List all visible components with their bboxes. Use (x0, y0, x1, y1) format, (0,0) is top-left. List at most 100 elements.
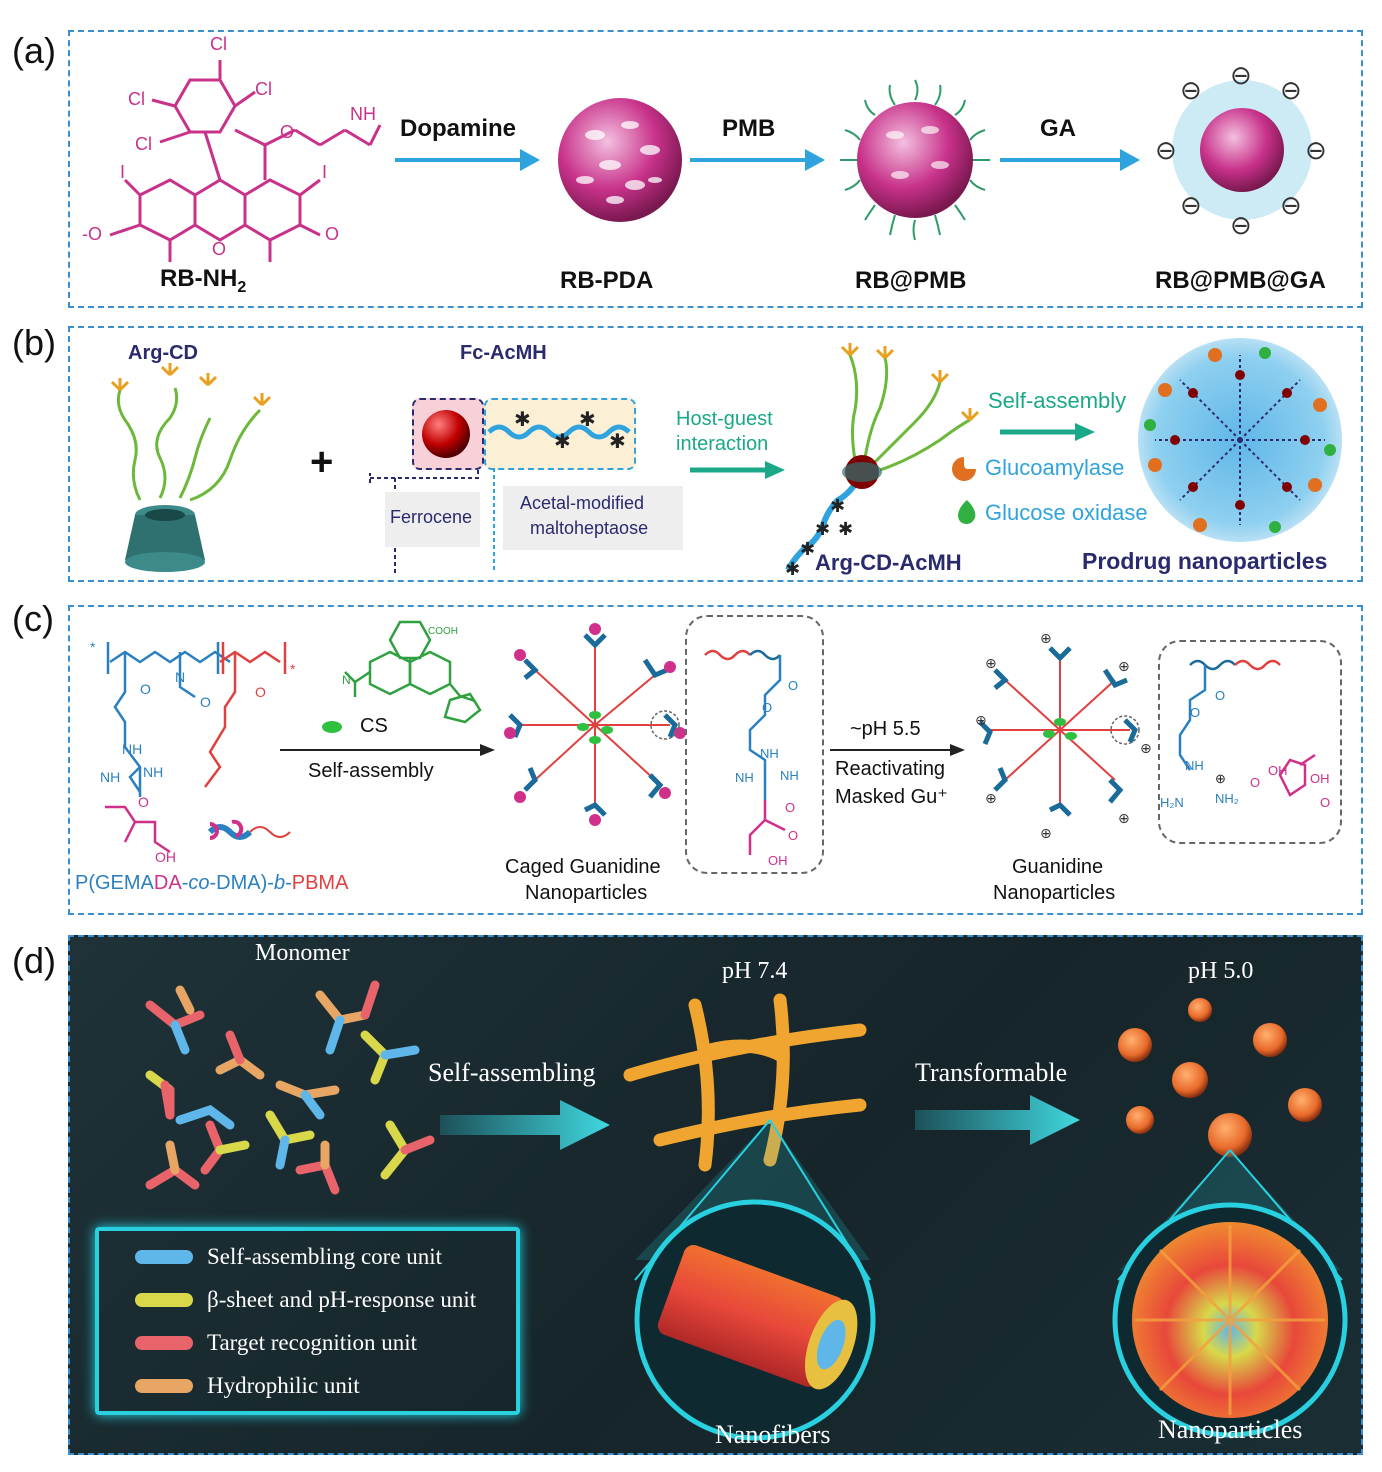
polymer-nh2: NH (143, 764, 163, 780)
caged-zoom-box (685, 615, 824, 874)
zoom2-o4: O (1320, 795, 1330, 810)
svg-text:✱: ✱ (800, 539, 815, 559)
zoom1-oh: OH (768, 853, 788, 868)
polymer-name-dash2: - (285, 872, 292, 894)
guanidine-charge-3: ⊕ (1140, 740, 1152, 756)
legend-items: Self-assembling core unit β-sheet and pH… (135, 1242, 525, 1412)
rb-pmb-ga-particle (1172, 80, 1312, 220)
legend-swatch-core (135, 1250, 193, 1264)
atom-cl-top: Cl (210, 34, 227, 54)
zoom2-h2n: H₂N (1160, 795, 1184, 810)
polymer-o2: O (200, 694, 211, 710)
polymer-o4: O (138, 794, 149, 810)
polymer-name-dash1: - (181, 872, 189, 894)
reactivating-line2: Masked Gu⁺ (835, 786, 948, 808)
maltoheptaose-chain: ✱✱ ✱✱ (487, 409, 631, 453)
ph-label: ~pH 5.5 (850, 718, 921, 740)
zoom1-o3: O (785, 800, 795, 815)
glucose-oxidase-icon (958, 500, 976, 524)
legend-swatch-hydrophilic (135, 1379, 193, 1393)
atom-nh2: NH (350, 104, 376, 124)
svg-text:✱: ✱ (554, 431, 571, 453)
panel-b-label: (b) (12, 322, 56, 363)
arg-cd-structure (110, 363, 272, 572)
nanofibers-label: Nanofibers (715, 1420, 831, 1449)
acetal-label-line1: Acetal-modified (520, 493, 645, 513)
ferrocene-ball (422, 410, 470, 458)
guanidine-charge-4: ⊕ (1118, 810, 1130, 826)
polymer-hn: NH (100, 769, 120, 785)
zoom2-plus: ⊕ (1215, 771, 1226, 786)
caged-zoom-structure: O O NH NH NH O O OH (704, 649, 799, 868)
polymer-star-right: * (290, 661, 296, 677)
arrow-label-ga: GA (1040, 115, 1076, 142)
polymer-name-gema: P(GEMA (75, 872, 154, 894)
cs-cooh: COOH (428, 626, 458, 637)
polymer-o3: O (255, 684, 266, 700)
legend-label-target: Target recognition unit (207, 1330, 418, 1355)
guanidine-charge-2: ⊕ (1118, 658, 1130, 674)
legend-label-beta-sheet: β-sheet and pH-response unit (207, 1287, 477, 1312)
rb-pda-sphere (558, 98, 682, 222)
zoom2-o1: O (1215, 688, 1225, 703)
cs-label: CS (360, 715, 388, 737)
polymer-name-b: b (273, 872, 286, 894)
arg-cd-acmh-label: Arg-CD-AcMH (815, 550, 962, 575)
reactivating-line1: Reactivating (835, 758, 946, 780)
zoom1-o4: O (788, 828, 798, 843)
arrow-label-pmb: PMB (722, 115, 776, 142)
zoom1-o1: O (788, 678, 798, 693)
atom-cl-right: Cl (255, 79, 272, 99)
guanidine-charge-8: ⊕ (985, 655, 997, 671)
legend-item-target: Target recognition unit (135, 1328, 417, 1358)
guanidine-charge-6: ⊕ (985, 790, 997, 806)
glucose-oxidase-label: Glucose oxidase (985, 500, 1148, 525)
host-guest-line2: interaction (676, 433, 769, 455)
maltoheptaose-bracket (493, 468, 495, 573)
polymer-name: P(GEMADA-co-DMA)-b-PBMA (75, 872, 348, 895)
charge-8: ⊖ (1280, 190, 1302, 220)
panel-c-label: (c) (12, 598, 54, 639)
cs-n: N (342, 673, 351, 687)
zoom2-nh2: NH₂ (1215, 791, 1239, 806)
svg-text:✱: ✱ (830, 496, 845, 516)
charge-1: ⊖ (1180, 75, 1202, 105)
svg-text:✱: ✱ (609, 431, 626, 453)
panel-d-label: (d) (12, 940, 56, 981)
polymer-name-dma: -DMA)- (209, 872, 274, 894)
ferrocene-label: Ferrocene (390, 507, 473, 527)
arrow-label-dopamine: Dopamine (400, 115, 517, 142)
guanidine-zoom-box (1158, 640, 1342, 844)
panel-a (68, 30, 1363, 308)
svg-text:✱: ✱ (579, 409, 596, 431)
glucoamylase-icon (952, 457, 976, 481)
cs-dye-structure: COOH N (342, 620, 482, 724)
nanoparticles-label: Nanoparticles (1158, 1415, 1303, 1444)
polymer-n: N (175, 669, 185, 685)
zoom2-oh1: OH (1268, 763, 1288, 778)
svg-text:✱: ✱ (838, 519, 853, 539)
stage-label-rb-pmb-ga: RB@PMB@GA (1155, 267, 1326, 294)
zoom2-nh: NH (1185, 758, 1204, 773)
polymer-structure: * * N O O O NH NH NH O OH (90, 639, 296, 865)
fc-acmh-label: Fc-AcMH (460, 342, 547, 364)
cs-green-dot (322, 721, 342, 733)
legend-box (95, 1227, 520, 1415)
caged-label-line2: Nanoparticles (525, 882, 648, 904)
nanoparticle-zoom (1112, 1149, 1348, 1438)
acetal-label-line2: maltoheptaose (530, 518, 649, 538)
nanofiber-zoom (634, 1119, 876, 1441)
guanidine-label-line1: Guanidine (1012, 856, 1104, 878)
atom-cl-left: Cl (128, 89, 145, 109)
atom-cl-low: Cl (135, 134, 152, 154)
arrow-host-guest (690, 461, 785, 479)
legend-swatch-target (135, 1336, 193, 1350)
zoom1-hn: NH (735, 770, 754, 785)
arrow-dopamine (395, 149, 540, 171)
polymer-name-pbma: PBMA (291, 872, 349, 894)
guanidine-charge-1: ⊕ (1040, 630, 1052, 646)
transformable-label: Transformable (915, 1058, 1068, 1087)
arrow-self-assembly-b (1000, 423, 1095, 441)
atom-i-right: I (322, 162, 327, 182)
self-assembly-b-label: Self-assembly (988, 388, 1127, 413)
